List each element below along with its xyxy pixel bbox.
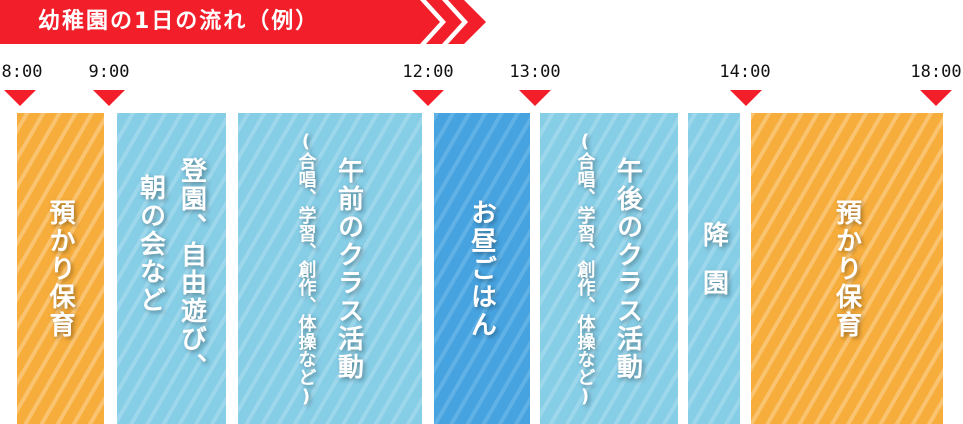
block-morning-class: 午前のクラス活動 (合唱、学習、創作、体操など) bbox=[238, 113, 422, 424]
block-subtitle: (合唱、学習、創作、体操など) bbox=[574, 130, 596, 407]
block-dismissal: 降園 bbox=[688, 113, 740, 424]
time-label: 9:00 bbox=[88, 62, 130, 82]
block-title: 預かり保育 bbox=[45, 198, 75, 339]
time-marker-icon bbox=[730, 90, 762, 106]
block-afternoon-class: 午後のクラス活動 (合唱、学習、創作、体操など) bbox=[540, 113, 678, 424]
time-label: 8:00 bbox=[1, 62, 43, 82]
time-marker-icon bbox=[412, 90, 444, 106]
title-banner: 幼稚園の1日の流れ（例） bbox=[0, 0, 420, 44]
page-title: 幼稚園の1日の流れ（例） bbox=[38, 9, 320, 34]
block-lunch: お昼ごはん bbox=[434, 113, 530, 424]
block-early-care: 預かり保育 bbox=[17, 113, 104, 424]
time-label: 12:00 bbox=[402, 62, 454, 82]
block-title: 午前のクラス活動 bbox=[333, 156, 364, 381]
block-arrival: 登園、自由遊び、 朝の会など bbox=[117, 113, 226, 424]
time-label: 18:00 bbox=[910, 62, 962, 82]
block-title: 預かり保育 bbox=[831, 198, 862, 339]
time-label: 14:00 bbox=[719, 62, 771, 82]
time-label: 13:00 bbox=[509, 62, 561, 82]
block-title: 降園 bbox=[698, 220, 729, 317]
time-marker-icon bbox=[920, 90, 952, 106]
chevron-arrows-icon bbox=[400, 0, 486, 44]
time-marker-icon bbox=[4, 90, 36, 106]
block-extended-care: 預かり保育 bbox=[751, 113, 943, 424]
time-marker-icon bbox=[93, 90, 125, 106]
block-subtitle: 朝の会など bbox=[135, 173, 166, 314]
block-title: 登園、自由遊び、 bbox=[176, 156, 207, 381]
block-subtitle: (合唱、学習、創作、体操など) bbox=[295, 130, 317, 407]
time-marker-icon bbox=[519, 90, 551, 106]
block-title: お昼ごはん bbox=[466, 198, 497, 339]
block-title: 午後のクラス活動 bbox=[612, 156, 643, 381]
